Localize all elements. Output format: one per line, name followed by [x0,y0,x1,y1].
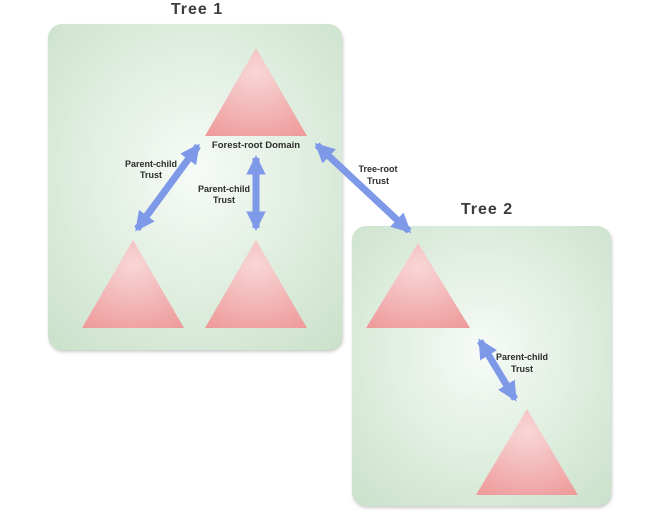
parent-child-trust-middle-label-line2: Trust [213,195,235,205]
tree-root-trust-label-line2: Trust [367,176,389,186]
tree2-title: Tree 2 [461,201,513,218]
parent-child-trust-left-label-line1: Parent-child [125,159,177,169]
tree1-child-domain-right-triangle [205,240,307,328]
tree2-parent-child-trust-label-line1: Parent-child [496,352,548,362]
tree1-child-domain-left-triangle [82,240,184,328]
tree2-parent-child-trust-label-line2: Trust [511,364,533,374]
tree1-title: Tree 1 [171,1,223,18]
forest-root-domain-label: Forest-root Domain [212,140,300,151]
tree2-root-domain-triangle [366,243,470,328]
tree2-box [352,226,611,506]
parent-child-trust-arrow-left [134,143,201,232]
tree2-child-domain-triangle [476,409,578,495]
tree-root-trust-label-line1: Tree-root [358,164,397,174]
tree1-forest-root-domain-triangle [205,48,307,136]
parent-child-trust-left-label-line2: Trust [140,170,162,180]
parent-child-trust-middle-label-line1: Parent-child [198,184,250,194]
tree2-parent-child-trust-arrow [477,338,518,402]
tree-root-trust-arrow [314,142,412,234]
tree1-box [48,24,342,350]
